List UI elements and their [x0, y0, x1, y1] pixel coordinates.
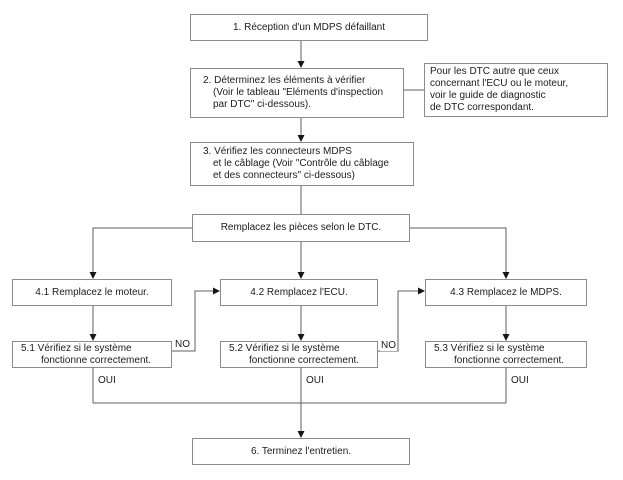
- flow-box-step1-label: 1. Réception d'un MDPS défaillant: [233, 21, 385, 33]
- flow-box-step3: 3. Vérifiez les connecteurs MDPS et le c…: [190, 142, 414, 186]
- flow-box-step5-1: 5.1 Vérifiez si le système fonctionne co…: [12, 341, 172, 368]
- flow-box-step2-line3: par DTC" ci-dessous).: [213, 99, 312, 110]
- flow-box-step4-2: 4.2 Remplacez l'ECU.: [220, 279, 378, 306]
- flow-box-step5-3: 5.3 Vérifiez si le système fonctionne co…: [425, 341, 587, 368]
- flow-box-step5-2: 5.2 Vérifiez si le système fonctionne co…: [220, 341, 378, 368]
- edge-label-no-2: NO: [380, 340, 397, 351]
- edge-label-oui-3: OUI: [510, 375, 530, 386]
- flow-box-step6: 6. Terminez l'entretien.: [192, 438, 410, 465]
- flow-box-replace-parts: Remplacez les pièces selon le DTC.: [192, 214, 410, 242]
- flow-box-step5-3-line2: fonctionne correctement.: [454, 354, 565, 366]
- flow-box-dtc-note-line2: concernant l'ECU ou le moteur,: [430, 78, 569, 89]
- flow-box-step3-line1: 3. Vérifiez les connecteurs MDPS: [203, 146, 352, 157]
- edge-label-no-1: NO: [174, 339, 191, 350]
- flow-box-step3-line3: et des connecteurs" ci-dessous): [213, 170, 355, 181]
- edge-label-oui-1: OUI: [97, 375, 117, 386]
- flow-box-step5-3-line1: 5.3 Vérifiez si le système: [434, 342, 545, 354]
- flow-box-step5-2-line2: fonctionne correctement.: [249, 354, 360, 366]
- edge-label-oui-2: OUI: [305, 375, 325, 386]
- flow-box-step5-2-line1: 5.2 Vérifiez si le système: [229, 342, 340, 354]
- flow-line-no: [172, 290, 418, 352]
- flow-box-dtc-note: Pour les DTC autre que ceux concernant l…: [424, 63, 608, 117]
- flow-box-step6-label: 6. Terminez l'entretien.: [250, 445, 352, 457]
- flow-box-step4-3: 4.3 Remplacez le MDPS.: [425, 279, 587, 306]
- flow-box-step5-1-line2: fonctionne correctement.: [41, 354, 152, 366]
- flow-box-step4-1: 4.1 Remplacez le moteur.: [12, 279, 172, 306]
- flow-box-step1: 1. Réception d'un MDPS défaillant: [190, 14, 428, 41]
- flow-line-main: [92, 41, 507, 335]
- flow-box-replace-parts-label: Remplacez les pièces selon le DTC.: [220, 222, 382, 233]
- flow-box-step5-1-line1: 5.1 Vérifiez si le système: [21, 342, 132, 354]
- flow-box-dtc-note-line4: de DTC correspondant.: [430, 102, 534, 113]
- flow-box-step4-1-label: 4.1 Remplacez le moteur.: [35, 286, 149, 298]
- flow-box-dtc-note-line3: voir le guide de diagnostic: [430, 90, 546, 101]
- flow-line-oui: [92, 368, 507, 431]
- flow-box-step2: 2. Déterminez les éléments à vérifier (V…: [190, 68, 404, 118]
- flow-box-step2-line2: (Voir le tableau "Eléments d'inspection: [213, 87, 383, 98]
- flow-box-step4-2-label: 4.2 Remplacez l'ECU.: [250, 286, 348, 298]
- arrowheads: [89, 61, 510, 438]
- flow-box-dtc-note-line1: Pour les DTC autre que ceux: [430, 66, 559, 77]
- flow-box-step4-3-label: 4.3 Remplacez le MDPS.: [450, 286, 562, 298]
- flow-box-step2-line1: 2. Déterminez les éléments à vérifier: [203, 75, 366, 86]
- flow-box-step3-line2: et le câblage (Voir "Contrôle du câblage: [213, 158, 389, 169]
